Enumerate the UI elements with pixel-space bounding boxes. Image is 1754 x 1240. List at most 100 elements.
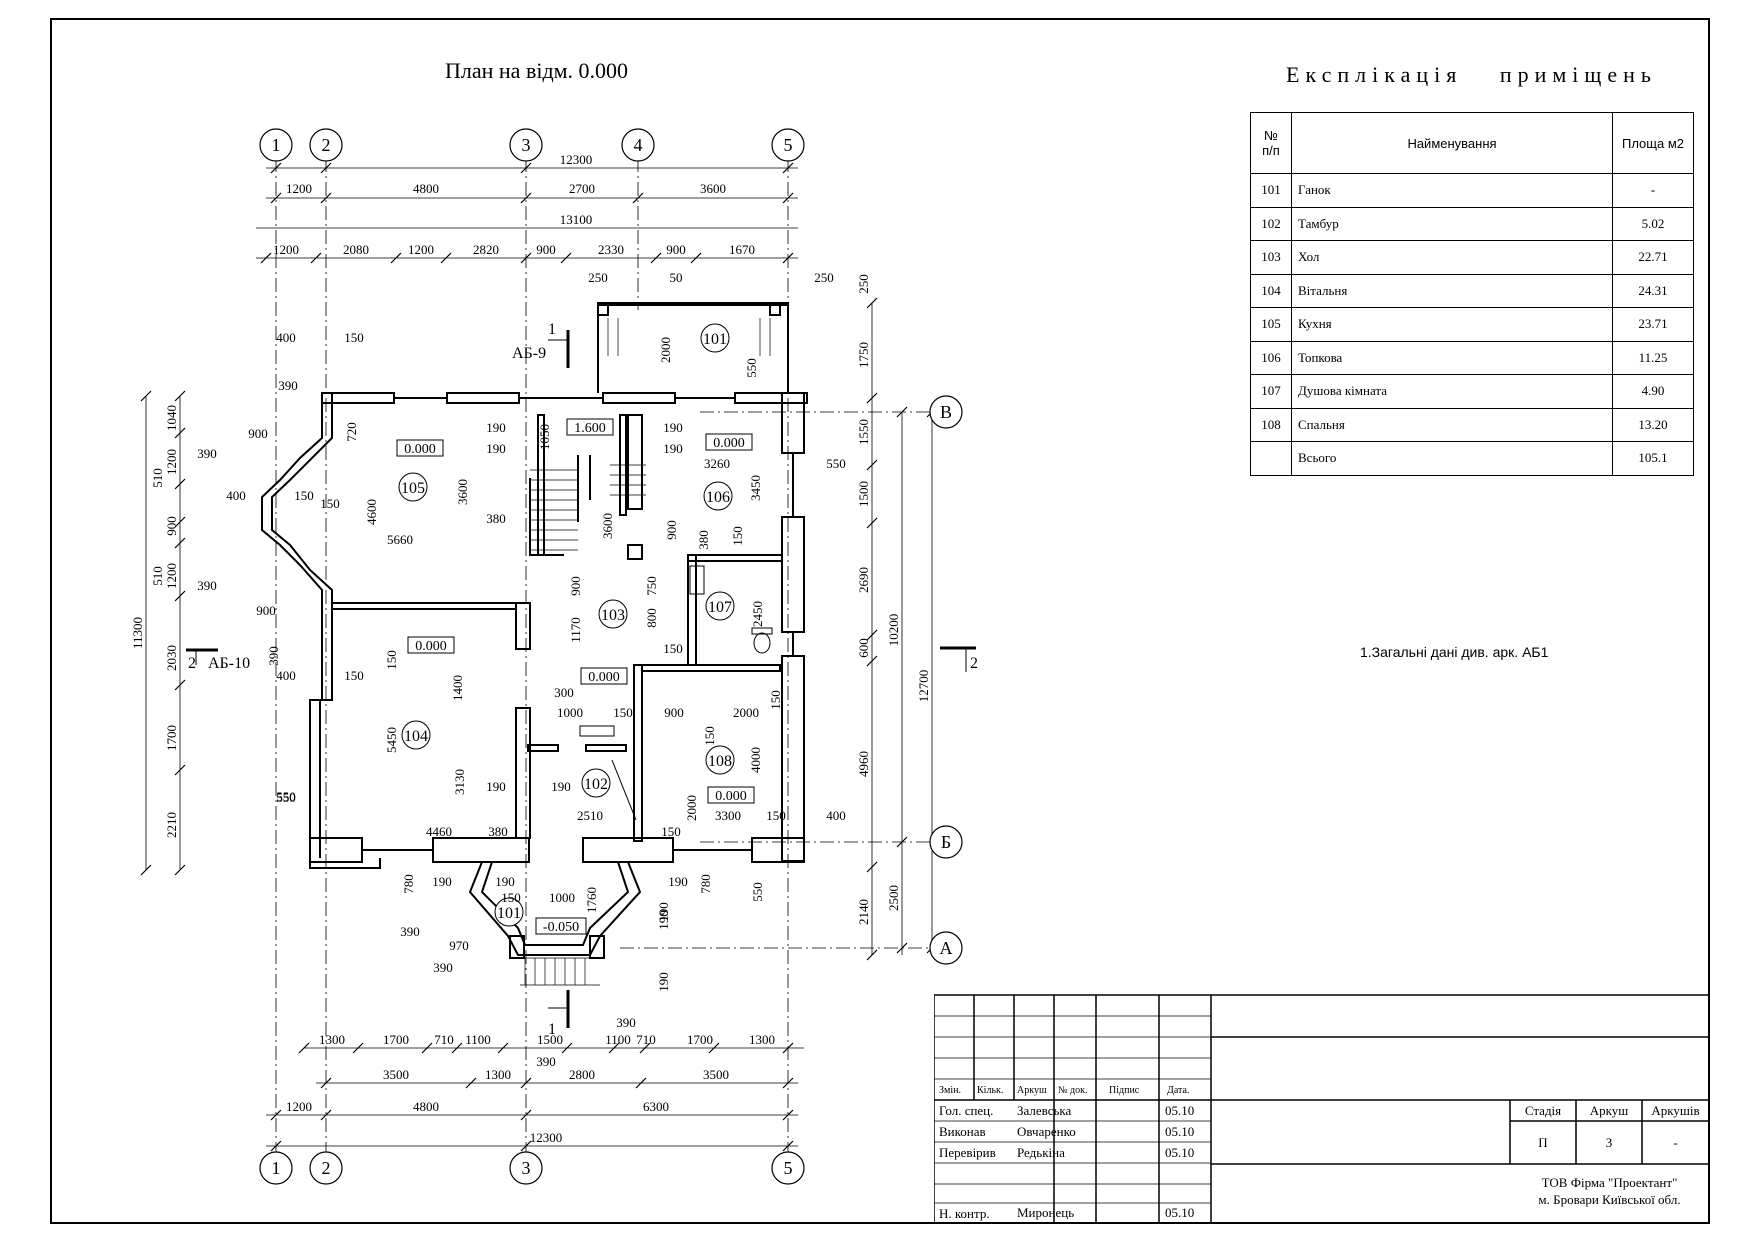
dim: 3600 (700, 181, 726, 196)
dim: 2700 (569, 181, 595, 196)
dim: 4000 (748, 747, 763, 773)
level-boxes (396, 418, 755, 935)
dim: 550 (750, 882, 765, 902)
dim: 2080 (343, 242, 369, 257)
dim: 510 (150, 468, 165, 488)
stamp-date: 05.10 (1165, 1205, 1195, 1220)
room-label: 106 (706, 489, 730, 506)
stamp-name: Миронець (1017, 1205, 1075, 1220)
room-area: 24.31 (1612, 273, 1694, 308)
dim: 190 (656, 910, 671, 930)
dim: 1100 (465, 1032, 491, 1047)
room-name: Всього (1291, 441, 1613, 476)
dim: 150 (661, 824, 681, 839)
dim: 3500 (383, 1067, 409, 1082)
explication-header-row: № п/п Найменування Площа м2 (1250, 112, 1694, 174)
bottom-dimension-texts: 1300 1700 710 1100 1500 1100 710 1700 13… (286, 1032, 775, 1145)
room-label: 108 (708, 753, 732, 770)
dim: 150 (294, 488, 314, 503)
dim: 390 (266, 646, 281, 666)
dim: 4960 (856, 751, 871, 777)
axis-label: 3 (522, 135, 531, 155)
dim: 390 (400, 924, 420, 939)
dim: 2030 (164, 645, 179, 671)
dim: 380 (486, 511, 506, 526)
stamp-header: Аркуш (1017, 1085, 1047, 1096)
dim: 550 (826, 456, 846, 471)
dim: 550 (276, 789, 296, 804)
dim: 250 (588, 270, 608, 285)
stamp-role: Перевірив (939, 1145, 996, 1160)
section-arrows (195, 339, 967, 1009)
stamp-name: Овчаренко (1017, 1124, 1076, 1139)
dim: 190 (495, 874, 515, 889)
title-block: Змін. Кільк. Аркуш № док. Підпис Дата. Г… (934, 994, 1710, 1224)
dim: 390 (197, 578, 217, 593)
room-label: 101 (497, 905, 521, 922)
dim: 250 (814, 270, 834, 285)
level-label: -0.050 (543, 920, 579, 935)
room-area: 23.71 (1612, 307, 1694, 342)
dim: 1200 (273, 242, 299, 257)
axis-label: А (940, 938, 953, 958)
dim: 550 (744, 358, 759, 378)
dim: 190 (551, 779, 571, 794)
axis-label: Б (941, 832, 951, 852)
stamp-sheets: - (1673, 1135, 1678, 1150)
section-sheet: АБ-9 (512, 345, 546, 362)
dim: 150 (766, 808, 786, 823)
stamp-sheets-label: Аркушів (1651, 1103, 1700, 1118)
axis-label: 1 (272, 135, 281, 155)
section-num: 1 (548, 321, 556, 338)
dim: 750 (644, 576, 659, 596)
dim: 10200 (886, 614, 901, 647)
dim: 600 (856, 638, 871, 658)
dim: 900 (536, 242, 556, 257)
dim: 3260 (704, 456, 730, 471)
stamp-sheet-label: Аркуш (1589, 1103, 1629, 1118)
dim: 1700 (687, 1032, 713, 1047)
dim: 900 (664, 520, 679, 540)
dim-total: 13100 (560, 212, 593, 227)
dim: 400 (826, 808, 846, 823)
stamp-header: Підпис (1109, 1085, 1140, 1096)
room-circles (398, 323, 735, 927)
axis-label: 2 (322, 135, 331, 155)
dim: 720 (344, 422, 359, 442)
dim: 1200 (286, 181, 312, 196)
inner-dimensions: 250 50 250 400 150 2000 550 720 190 190 … (197, 270, 846, 1069)
section-num: 2 (188, 655, 196, 672)
dim: 2510 (577, 808, 603, 823)
axis-label: В (940, 402, 952, 422)
dim: 1200 (164, 563, 179, 589)
dim-total: 11300 (130, 617, 145, 649)
dim: 1400 (450, 675, 465, 701)
level-label: 0.000 (588, 670, 620, 685)
dim: 900 (666, 242, 686, 257)
dim: 3300 (715, 808, 741, 823)
dim: 1000 (549, 890, 575, 905)
dim: 3500 (703, 1067, 729, 1082)
level-label: 0.000 (404, 442, 436, 457)
dim: 2140 (856, 899, 871, 925)
stamp-header: Кільк. (977, 1085, 1004, 1096)
dim: 550 (276, 790, 296, 805)
header-name: Найменування (1291, 112, 1613, 174)
dim: 2450 (750, 601, 765, 627)
dim: 1200 (408, 242, 434, 257)
grid-lines (275, 158, 930, 1155)
dim: 50 (670, 270, 683, 285)
axis-bubbles (259, 128, 963, 1185)
level-label: 0.000 (415, 639, 447, 654)
section-num: 1 (548, 1021, 556, 1038)
fixtures (579, 565, 773, 821)
dim: 2820 (473, 242, 499, 257)
room-num: 101 (1250, 173, 1292, 208)
dim: 190 (486, 441, 506, 456)
level-labels: 0.000 1.600 0.000 0.000 0.000 0.000 -0.0… (404, 421, 747, 935)
section-markers (186, 330, 976, 1028)
